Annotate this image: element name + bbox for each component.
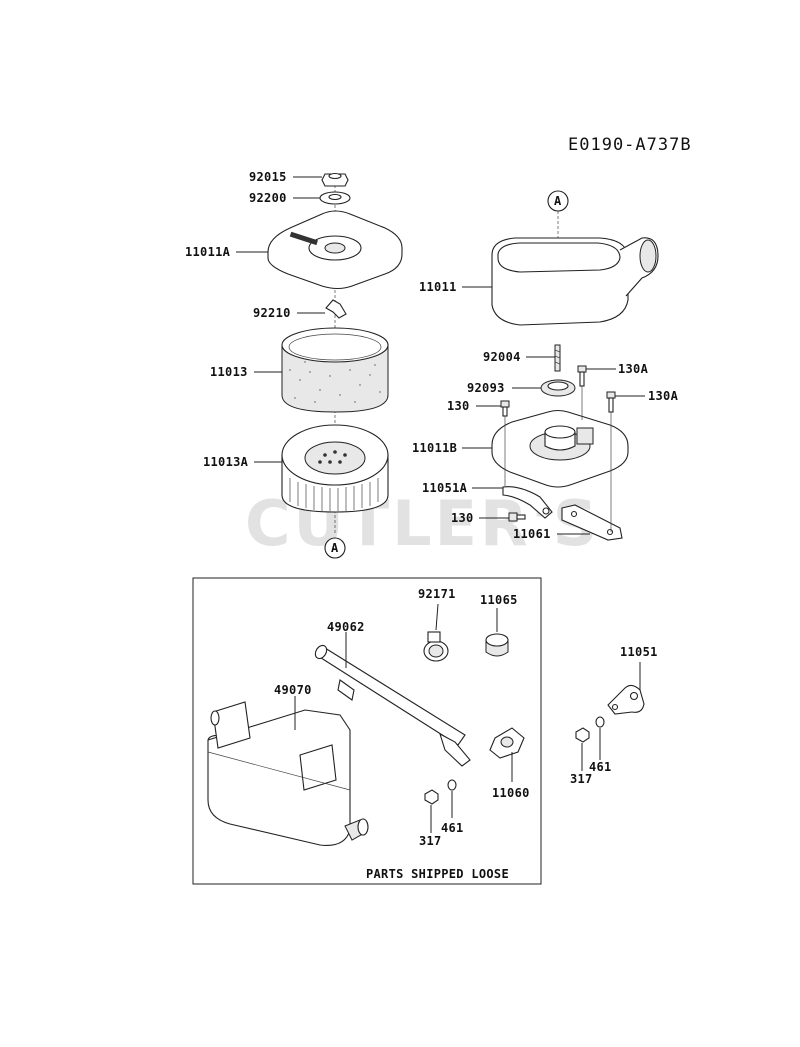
part-92200-washer[interactable] bbox=[319, 191, 351, 205]
part-130-bolt-2[interactable] bbox=[508, 512, 526, 522]
label-11011B: 11011B bbox=[412, 441, 457, 455]
label-49062: 49062 bbox=[327, 620, 365, 634]
label-11065: 11065 bbox=[480, 593, 518, 607]
label-461-1: 461 bbox=[441, 821, 464, 835]
label-11051: 11051 bbox=[620, 645, 658, 659]
label-92004: 92004 bbox=[483, 350, 521, 364]
part-92015-nut[interactable] bbox=[321, 172, 349, 187]
part-130-bolt-1[interactable] bbox=[500, 400, 510, 417]
part-130A-bolt-2[interactable] bbox=[606, 391, 616, 413]
part-130A-bolt-1[interactable] bbox=[577, 365, 587, 387]
callout-a-top: A bbox=[547, 190, 569, 212]
label-92200: 92200 bbox=[249, 191, 287, 205]
part-49070-muffler[interactable] bbox=[207, 701, 369, 846]
part-11051-bracket[interactable] bbox=[607, 684, 645, 715]
part-317-nut-1[interactable] bbox=[424, 789, 439, 805]
part-92171-clamp[interactable] bbox=[423, 631, 449, 662]
label-11061: 11061 bbox=[513, 527, 551, 541]
part-11051A-bracket[interactable] bbox=[502, 486, 553, 519]
part-11013-foam-element[interactable] bbox=[281, 327, 389, 413]
part-92004-stud[interactable] bbox=[554, 344, 561, 372]
label-92210: 92210 bbox=[253, 306, 291, 320]
label-11011A: 11011A bbox=[185, 245, 231, 259]
svg-text:A: A bbox=[331, 541, 339, 555]
part-11013A-paper-element[interactable] bbox=[281, 424, 389, 513]
svg-text:A: A bbox=[554, 194, 562, 208]
label-130A-1: 130A bbox=[618, 362, 649, 376]
box-caption: PARTS SHIPPED LOOSE bbox=[366, 867, 509, 881]
part-92093-seal[interactable] bbox=[540, 379, 576, 397]
label-130-1: 130 bbox=[447, 399, 470, 413]
label-317-1: 317 bbox=[419, 834, 442, 848]
part-11011-housing[interactable] bbox=[491, 237, 659, 326]
loose-parts-box bbox=[192, 577, 542, 885]
label-11013: 11013 bbox=[210, 365, 248, 379]
label-317-2: 317 bbox=[570, 772, 593, 786]
label-11060: 11060 bbox=[492, 786, 530, 800]
part-461-washer-2[interactable] bbox=[595, 716, 605, 728]
part-92210-clip[interactable] bbox=[325, 299, 347, 319]
part-11011A-cover[interactable] bbox=[267, 210, 403, 290]
label-92015: 92015 bbox=[249, 170, 287, 184]
left-air-cleaner-assembly: 92015 92200 11011A 92210 bbox=[185, 170, 403, 559]
part-461-washer-1[interactable] bbox=[447, 779, 457, 791]
part-11065-cap[interactable] bbox=[485, 633, 509, 657]
part-49062-pipe[interactable] bbox=[313, 643, 471, 767]
right-air-cleaner-assembly: A 11011 92004 130A 9 bbox=[412, 190, 679, 541]
label-461-2: 461 bbox=[589, 760, 612, 774]
label-49070: 49070 bbox=[274, 683, 312, 697]
label-130A-2: 130A bbox=[648, 389, 679, 403]
label-11051A: 11051A bbox=[422, 481, 468, 495]
diagram-code: E0190-A737B bbox=[568, 135, 692, 155]
label-11011: 11011 bbox=[419, 280, 457, 294]
label-92171: 92171 bbox=[418, 587, 456, 601]
callout-a-bottom: A bbox=[324, 537, 346, 559]
part-11061-plate[interactable] bbox=[561, 504, 623, 541]
part-11060-gasket[interactable] bbox=[489, 727, 525, 759]
part-317-nut-2[interactable] bbox=[575, 727, 590, 743]
label-130-2: 130 bbox=[451, 511, 474, 525]
label-92093: 92093 bbox=[467, 381, 505, 395]
part-11011B-base[interactable] bbox=[491, 409, 629, 488]
label-11013A: 11013A bbox=[203, 455, 249, 469]
